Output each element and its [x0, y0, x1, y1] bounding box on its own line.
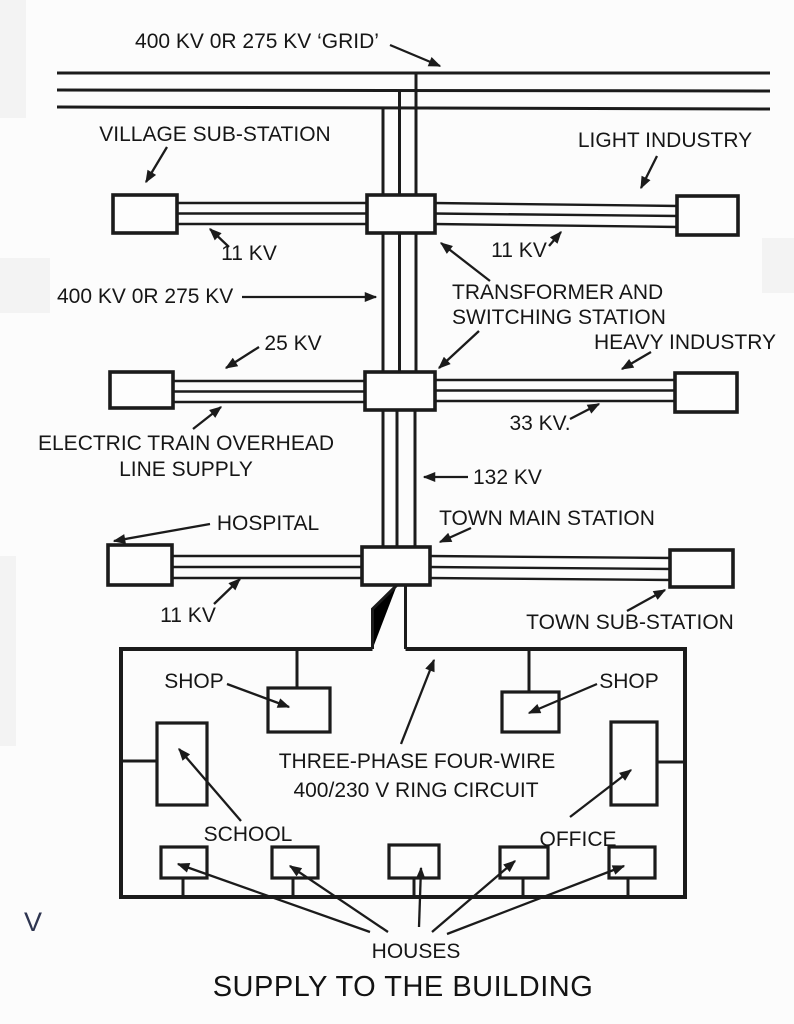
watermark-v: V — [24, 907, 42, 937]
scan-artifacts — [0, 0, 794, 746]
hospital-arrow — [112, 522, 211, 544]
transformer-station-box-2 — [363, 370, 437, 412]
transformer-arrow-down — [438, 330, 480, 369]
light-industry-box — [675, 194, 740, 237]
kv25-label: 25 KV — [264, 332, 321, 355]
house-box-1 — [159, 845, 209, 880]
train-label-line2: LINE SUPPLY — [119, 458, 253, 481]
light-industry-arrow — [639, 155, 659, 190]
hospital-label: HOSPITAL — [217, 512, 319, 535]
houses-arrow-5 — [446, 864, 626, 936]
heavy-industry-label: HEAVY INDUSTRY — [594, 331, 776, 354]
bus-row1 — [175, 201, 680, 229]
transformer-arrow-up — [440, 242, 491, 282]
school-label: SCHOOL — [204, 823, 293, 846]
grid-lines — [56, 71, 771, 111]
ring-feed-lines — [371, 583, 407, 649]
house-box-5 — [607, 845, 657, 880]
village-substation-box — [111, 193, 179, 235]
kv132-label: 132 KV — [473, 466, 542, 489]
houses-arrow-3 — [415, 866, 426, 928]
scan-artifact — [762, 238, 794, 293]
shop-right-arrow — [527, 682, 598, 715]
town-main-arrow — [438, 526, 472, 544]
ring-feed-left — [371, 583, 399, 649]
town-main-label: TOWN MAIN STATION — [439, 507, 655, 530]
bus-line — [432, 212, 680, 218]
ring-label-line1: THREE-PHASE FOUR-WIRE — [279, 750, 556, 773]
houses-label: HOUSES — [372, 940, 461, 963]
office-arrow — [569, 769, 632, 818]
town-main-station-box — [360, 545, 432, 587]
grid-line-2 — [56, 88, 771, 93]
bus-line — [432, 201, 680, 208]
village-arrow — [145, 146, 168, 184]
bus-line — [427, 576, 673, 582]
houses-arrow-1 — [176, 862, 371, 934]
ring-feed-arrow — [399, 658, 436, 745]
kv11-row1-left-arrow — [209, 228, 230, 248]
kv33-arrow — [569, 402, 601, 421]
town-sub-arrow — [626, 588, 667, 613]
train-arrow — [192, 406, 222, 430]
transformer-label-line2: SWITCHING STATION — [452, 306, 666, 329]
grid-line-3 — [56, 105, 771, 111]
ring-circuit-outline — [119, 647, 687, 899]
kv11-row3-arrow — [213, 578, 241, 605]
houses-arrow-2 — [288, 865, 389, 933]
grid-label: 400 KV 0R 275 KV ‘GRID’ — [135, 30, 379, 53]
light-industry-label: LIGHT INDUSTRY — [578, 129, 752, 152]
diagram-caption: SUPPLY TO THE BUILDING — [213, 971, 594, 1003]
ring-label-line2: 400/230 V RING CIRCUIT — [293, 779, 538, 802]
scan-artifact — [0, 258, 50, 313]
central-feeder-lines — [381, 73, 418, 549]
bus-line — [432, 222, 680, 229]
kv25-arrow — [224, 346, 260, 369]
bus-line — [427, 554, 673, 560]
scan-artifact — [0, 556, 16, 746]
bus-row3 — [170, 554, 673, 582]
village-label: VILLAGE SUB-STATION — [99, 123, 330, 146]
house-box-4 — [498, 845, 550, 880]
scan-artifact — [0, 0, 26, 118]
houses-arrow-4 — [431, 860, 516, 933]
transformer-station-box-1 — [365, 193, 437, 235]
train-label-line1: ELECTRIC TRAIN OVERHEAD — [38, 432, 334, 455]
office-label: OFFICE — [540, 828, 617, 851]
kv11-row1-right-label: 11 KV — [491, 239, 547, 262]
annotation-arrows — [112, 43, 667, 936]
kv400-label: 400 KV 0R 275 KV — [57, 285, 233, 308]
house-box-3 — [387, 843, 441, 880]
town-substation-box — [668, 548, 735, 589]
transformer-label-line1: TRANSFORMER AND — [452, 281, 663, 304]
grid-arrow — [389, 43, 442, 68]
kv11-row1-left-label: 11 KV — [221, 242, 277, 265]
heavy-industry-arrow — [620, 351, 652, 370]
kv11-row1-right-arrow — [548, 231, 562, 247]
school-box — [155, 721, 209, 807]
bus-row2 — [171, 378, 677, 404]
electric-train-supply-box — [108, 370, 175, 410]
diagram-labels: 400 KV 0R 275 KV ‘GRID’ VILLAGE SUB-STAT… — [38, 30, 776, 963]
shop-left-arrow — [226, 682, 291, 709]
heavy-industry-box — [673, 371, 739, 414]
office-box — [609, 720, 659, 807]
hospital-box — [106, 543, 174, 587]
shop-left-box — [266, 686, 332, 734]
kv33-label: 33 KV. — [509, 412, 570, 435]
house-box-2 — [270, 845, 320, 880]
bus-line — [427, 565, 673, 571]
shop-left-label: SHOP — [164, 670, 224, 693]
town-sub-label: TOWN SUB-STATION — [526, 611, 734, 634]
kv11-row3-label: 11 KV — [160, 604, 216, 627]
shop-right-label: SHOP — [599, 670, 659, 693]
school-arrow — [178, 748, 242, 822]
